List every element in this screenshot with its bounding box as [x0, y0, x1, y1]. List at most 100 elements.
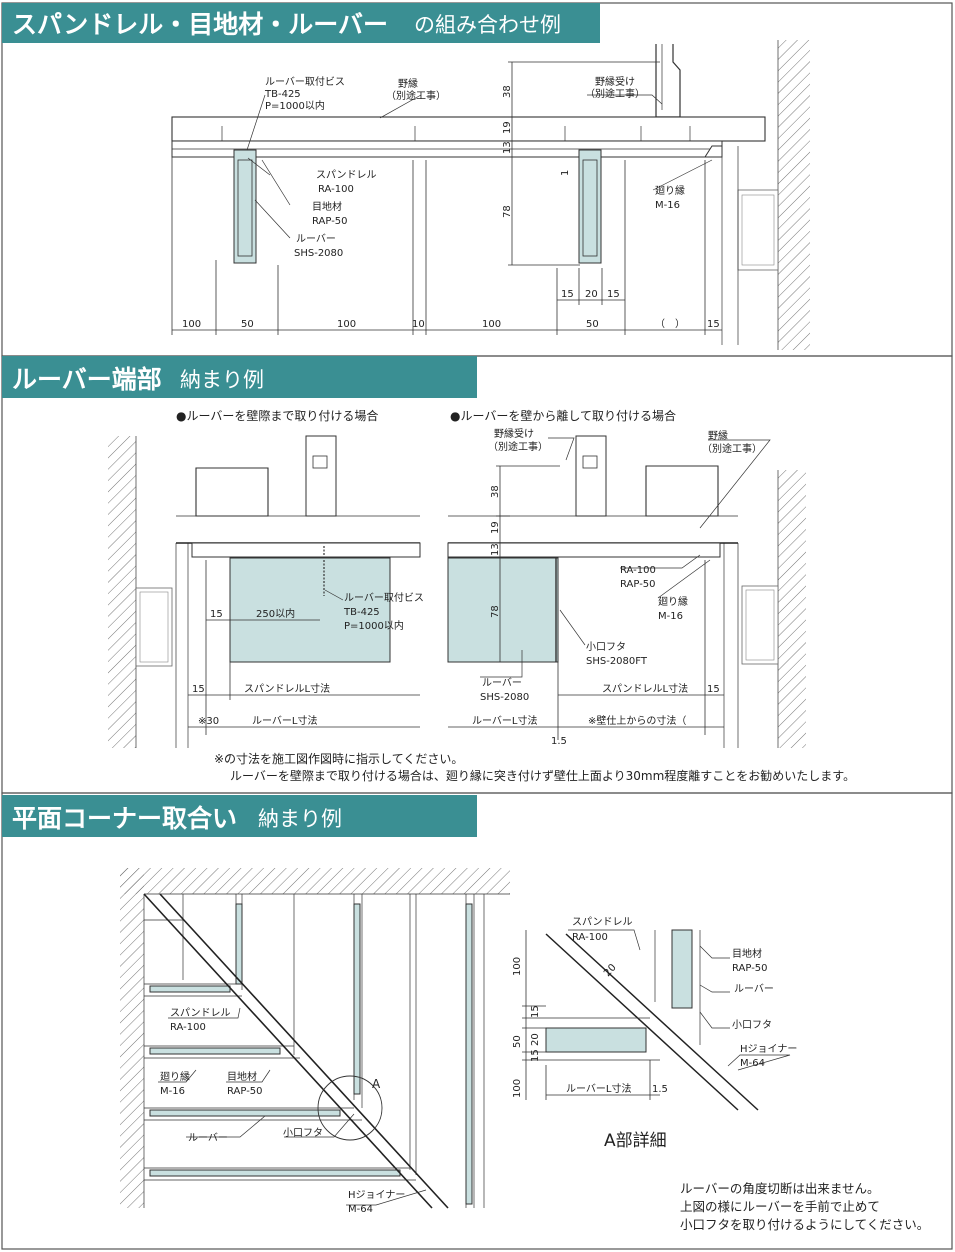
s3-joint: 目地材: [227, 1070, 257, 1083]
s1-bot-50b: 50: [586, 319, 599, 330]
detail-louver-vertical: [671, 929, 693, 1009]
det-spandrel-code: RA-100: [572, 932, 608, 943]
section3-frame: [1, 792, 953, 1250]
louver-end-left: [229, 557, 391, 663]
s3-edge: 廻り縁: [160, 1070, 190, 1083]
det-v20: 20: [530, 1033, 541, 1046]
s1-noburi-uke-note: （別途工事）: [585, 87, 645, 100]
det-joint: 目地材: [732, 947, 762, 960]
s2-span-l-left: スパンドレルL寸法: [244, 682, 330, 695]
s1-spandrel: スパンドレル: [316, 169, 377, 181]
s1-mid-20: 20: [585, 289, 598, 300]
s3-note-line-1: ルーバーの角度切断は出来ません。: [680, 1181, 880, 1196]
s2-wall-note: ※壁仕上からの寸法（: [588, 714, 686, 727]
section3-labels: スパンドレル RA-100 廻り縁 M-16 目地材 RAP-50 ルーバー 小…: [160, 1007, 405, 1215]
s2-noburi-uke: 野縁受け: [494, 427, 534, 440]
section1-title-bold: スパンドレル・目地材・ルーバー: [12, 10, 388, 39]
s2-screw-code: TB-425: [343, 607, 380, 618]
s2-screw: ルーバー取付ビス: [344, 591, 424, 604]
det-joint-code: RAP-50: [732, 963, 768, 974]
det-d1-5: 1.5: [652, 1084, 668, 1095]
s3-marker-a: A: [372, 1077, 381, 1091]
s3-hjoiner-code: M-64: [348, 1204, 373, 1215]
s1-bot-50a: 50: [241, 319, 254, 330]
s2-rap: RAP-50: [620, 579, 656, 590]
louver-end-right: [447, 557, 559, 663]
det-hjoiner-code: M-64: [740, 1058, 765, 1069]
section3-drawing: [120, 868, 510, 1209]
s2-screw-pitch: P=1000以内: [344, 619, 404, 632]
detail-a-drawing: [522, 929, 791, 1111]
det-v50: 50: [512, 1035, 523, 1048]
s1-bot-paren: （ ）: [655, 318, 685, 330]
section1-title-rest: の組み合わせ例: [414, 13, 561, 37]
s1-edge: 廻り縁: [655, 184, 685, 197]
s2-ra: RA-100: [620, 565, 656, 576]
s1-spandrel-code: RA-100: [318, 184, 354, 195]
s1-bot-100b: 100: [337, 319, 356, 330]
s2-span-l-right: スパンドレルL寸法: [602, 682, 688, 695]
s1-mid-15b: 15: [607, 289, 620, 300]
s1-louver-screw-pitch: P=1000以内: [265, 99, 325, 112]
det-cap: 小口フタ: [732, 1019, 772, 1031]
s2-louver-code: SHS-2080: [480, 692, 529, 703]
s1-joint: 目地材: [312, 200, 342, 213]
s1-bot-10: 10: [412, 319, 425, 330]
detail-a-labels: スパンドレル RA-100 20 目地材 RAP-50 ルーバー 小口フタ Hジ…: [512, 916, 797, 1151]
s3-spandrel: スパンドレル: [170, 1007, 231, 1019]
det-hjoiner: Hジョイナー: [740, 1043, 797, 1055]
section2-drawing: [108, 435, 806, 748]
det-v100a: 100: [512, 957, 523, 976]
s1-louver-code: SHS-2080: [294, 248, 343, 259]
det-louver-l: ルーバーL寸法: [566, 1082, 631, 1095]
s2-louver-l-right: ルーバーL寸法: [472, 714, 537, 727]
det-title: A部詳細: [604, 1131, 667, 1151]
s2-d15b: 15: [192, 684, 205, 695]
section1-header: スパンドレル・目地材・ルーバー の組み合わせ例: [2, 3, 600, 43]
section3-title-bold: 平面コーナー取合い: [12, 804, 237, 833]
section1-drawing: [171, 40, 810, 350]
s1-louver-screw-code: TB-425: [264, 89, 301, 100]
s3-edge-code: M-16: [160, 1086, 185, 1097]
s2-case-left: ●ルーバーを壁際まで取り付ける場合: [176, 408, 378, 423]
s2-louver-l-left: ルーバーL寸法: [252, 714, 317, 727]
s1-dim-1: 1: [560, 170, 571, 176]
s2-v78: 78: [490, 605, 501, 618]
s3-note-line-2: 上図の様にルーバーを手前で止めて: [680, 1199, 880, 1214]
s2-v19: 19: [490, 521, 501, 534]
section3-header: 平面コーナー取合い 納まり例: [2, 795, 477, 837]
s2-d1-5: 1.5: [551, 736, 567, 747]
s1-noburi-uke: 野縁受け: [595, 75, 635, 88]
s3-spandrel-code: RA-100: [170, 1022, 206, 1033]
s1-louver: ルーバー: [296, 233, 336, 245]
s1-dim-13: 13: [502, 141, 513, 154]
noburi-board: [171, 116, 766, 142]
s2-d15c: 15: [707, 684, 720, 695]
s3-louver: ルーバー: [188, 1132, 228, 1144]
s2-case-right: ●ルーバーを壁から離して取り付ける場合: [450, 408, 676, 423]
s1-noburi-note: （別途工事）: [386, 89, 446, 102]
s1-bot-100c: 100: [482, 319, 501, 330]
s1-dim-78: 78: [502, 205, 513, 218]
s1-noburi: 野縁: [398, 77, 418, 90]
section3-title-rest: 納まり例: [258, 807, 342, 831]
s3-joint-code: RAP-50: [227, 1086, 263, 1097]
s2-d30: ※30: [198, 716, 219, 727]
det-v100b: 100: [512, 1079, 523, 1098]
s1-dim-19: 19: [502, 121, 513, 134]
s2-cap: 小口フタ: [586, 641, 626, 653]
det-v15b: 15: [530, 1049, 541, 1062]
s1-louver-screw: ルーバー取付ビス: [265, 75, 345, 88]
louver-section-2: [578, 149, 602, 264]
s2-note1: ※の寸法を施工図作図時に指示してください。: [214, 751, 463, 766]
s2-edge-code: M-16: [658, 611, 683, 622]
det-louver: ルーバー: [734, 983, 774, 995]
s1-edge-code: M-16: [655, 200, 680, 211]
section1-labels: ルーバー取付ビス TB-425 P=1000以内 野縁 （別途工事） 野縁受け …: [182, 75, 720, 330]
s3-hjoiner: Hジョイナー: [348, 1189, 405, 1201]
s2-louver: ルーバー: [482, 677, 522, 689]
detail-louver-horizontal: [545, 1027, 647, 1053]
s2-note2: ルーバーを壁際まで取り付ける場合は、廻り縁に突き付けず壁仕上面より30mm程度離…: [230, 768, 855, 783]
s2-v38: 38: [490, 485, 501, 498]
